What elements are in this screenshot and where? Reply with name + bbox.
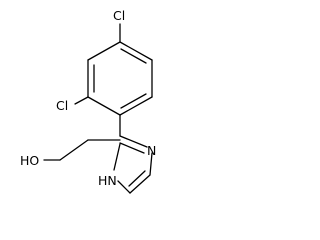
bond-ring-double-1 [120, 48, 147, 64]
chemical-structure-canvas: Cl Cl HO N HN [20, 8, 157, 194]
molecule-diagram: Cl Cl HO N HN [20, 8, 156, 194]
nh-label: HN [98, 173, 117, 188]
bond-im-c5-n1 [117, 180, 131, 194]
bond-im-n3-c4 [149, 152, 153, 176]
bond-im-c4-c5 [129, 174, 151, 194]
bond-c5-cl-left [74, 96, 89, 105]
bond-im-c2-n3 [119, 135, 148, 148]
benzene-ring [87, 41, 153, 116]
bond-ring-c1-c2 [119, 41, 153, 61]
ethanol-chain [43, 139, 121, 161]
bond-im-c2-n3-double [119, 142, 145, 154]
nitrogen-imine-label: N [147, 143, 156, 158]
imidazole-ring [113, 135, 153, 194]
chlorine-left-label: Cl [56, 98, 68, 113]
substituent-bonds [74, 23, 121, 137]
bond-ring-c4-c5 [87, 96, 121, 116]
bond-ring-c6-c1 [87, 41, 121, 61]
bond-im-c4-c5-double [128, 170, 146, 187]
bond-ring-c3-c4 [119, 96, 153, 116]
hydroxyl-label: HO [20, 153, 39, 168]
chlorine-top-label: Cl [113, 8, 125, 23]
bond-im-n1-c2 [113, 143, 121, 171]
bond-ring-double-2 [120, 93, 147, 109]
bond-ch2-ch2 [59, 139, 89, 161]
